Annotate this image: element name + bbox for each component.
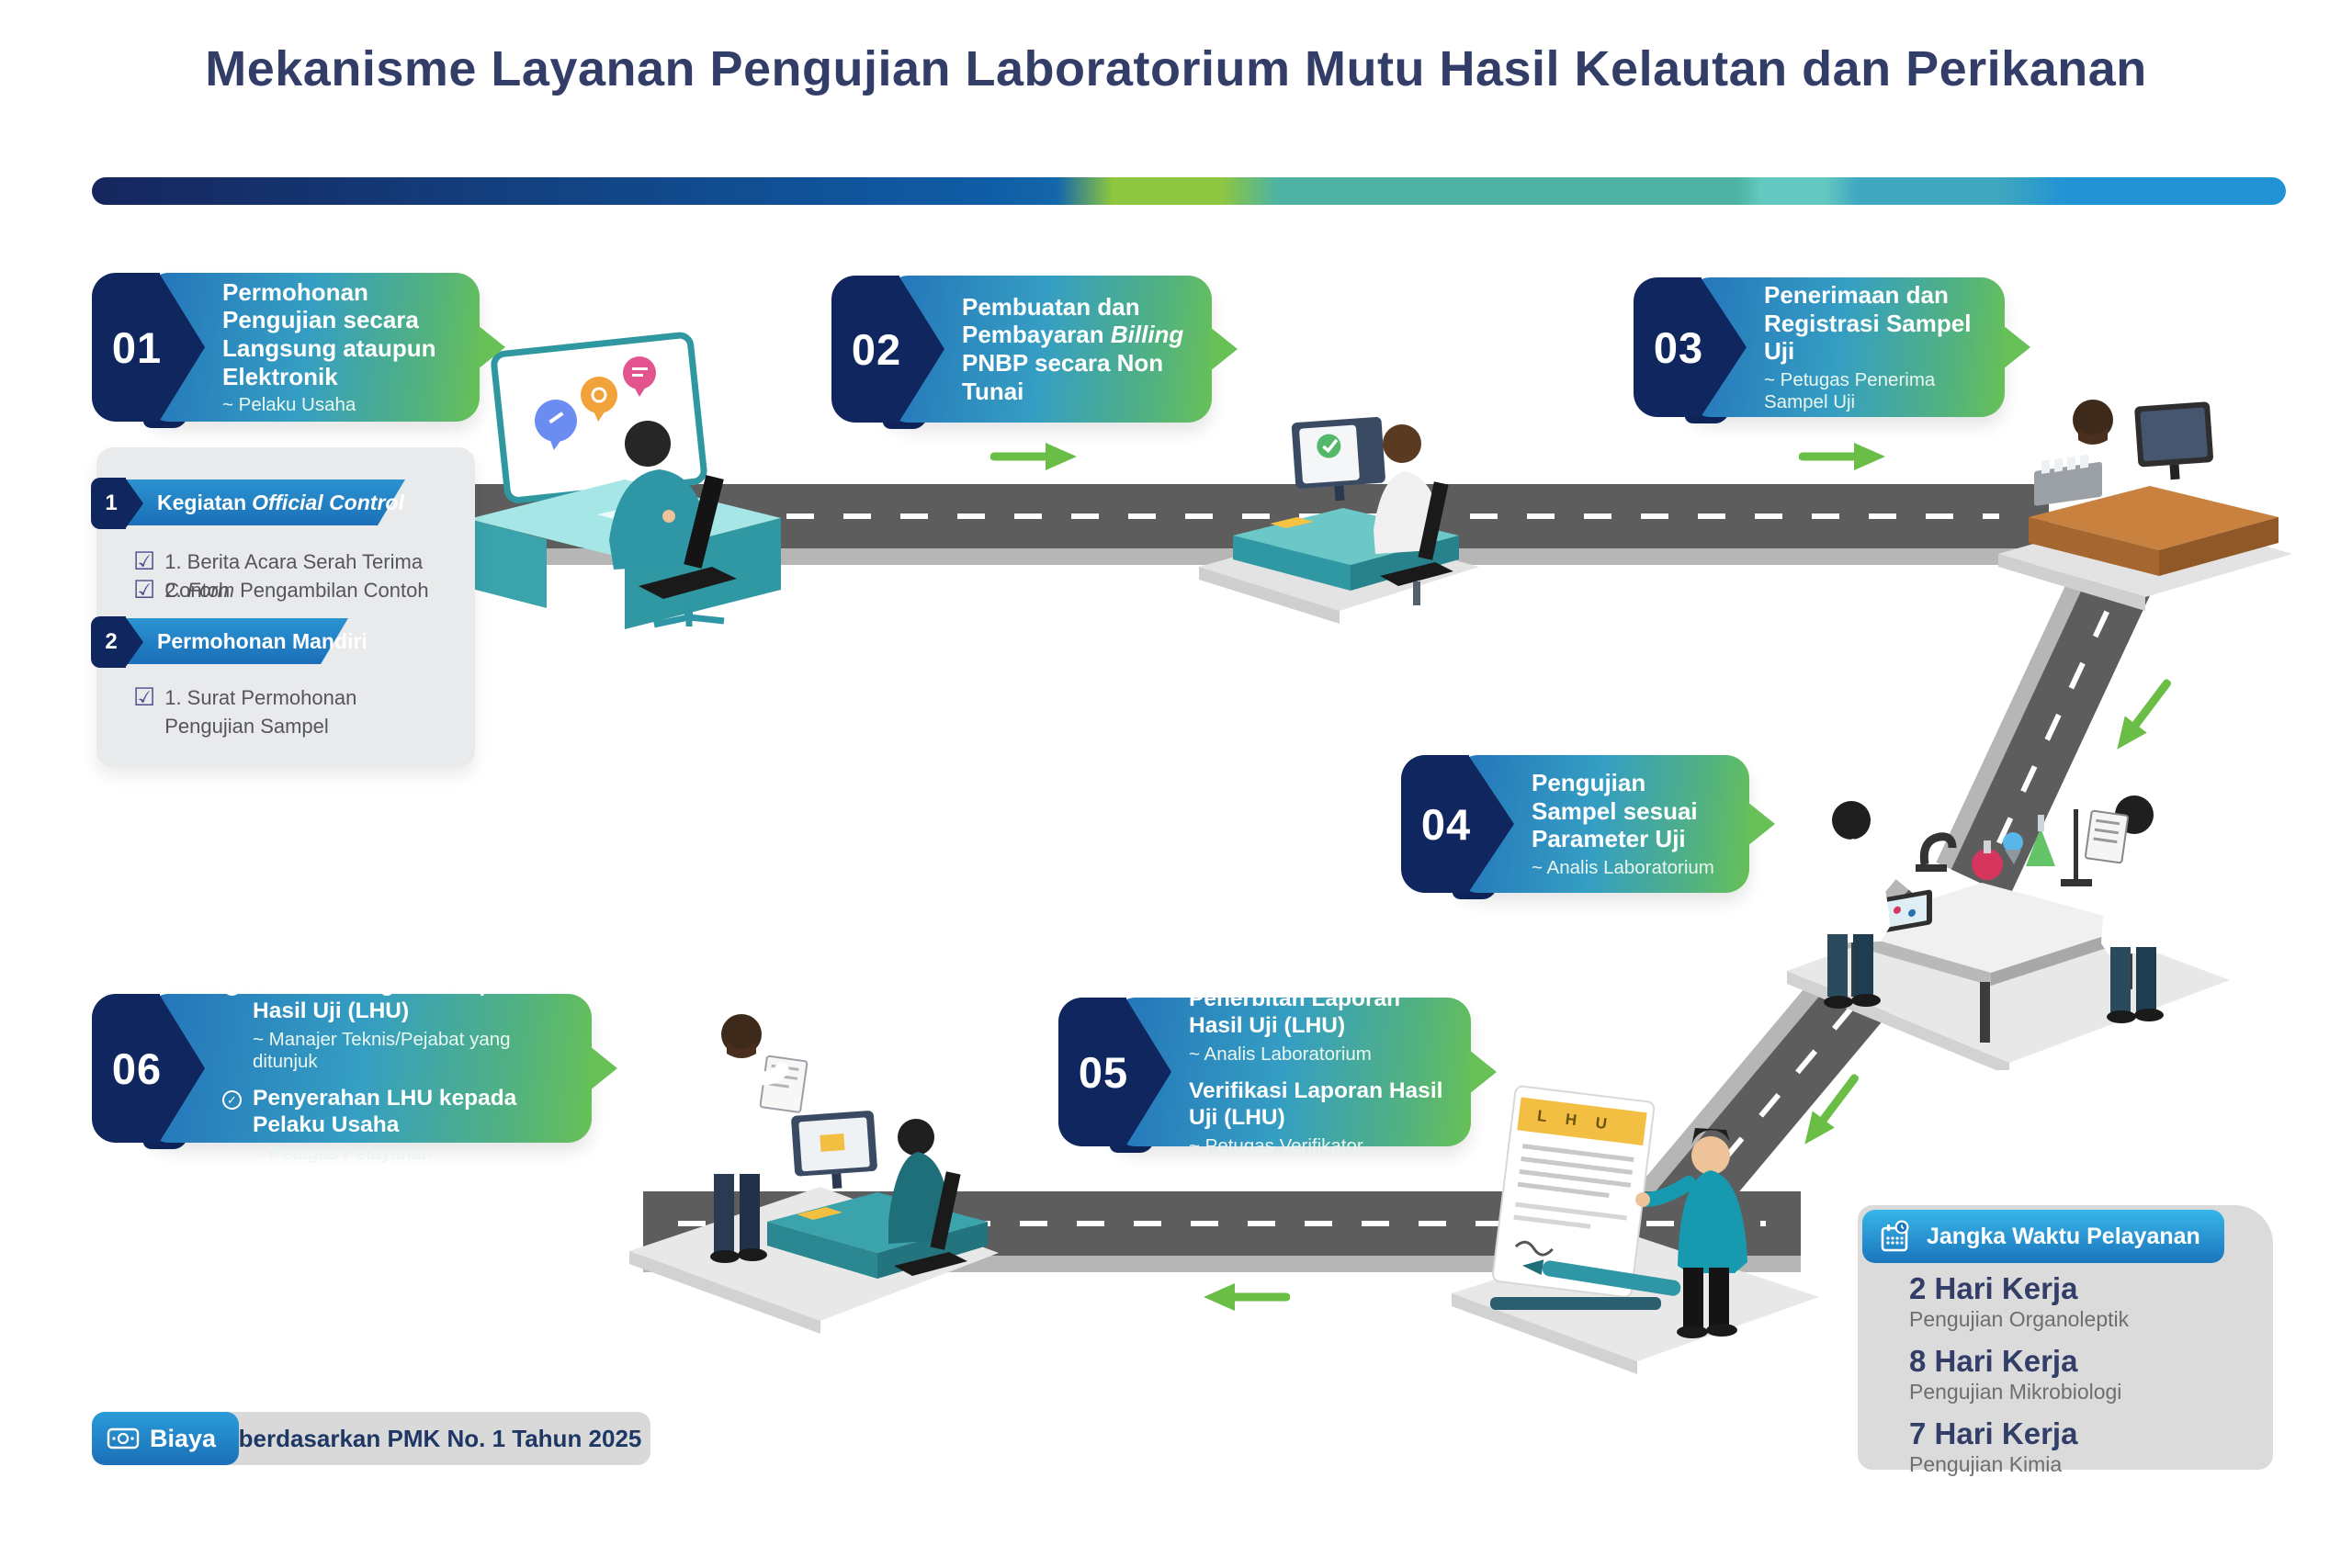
ribbon-number-block [91, 616, 126, 668]
step6-actor-1: ~ Manajer Teknis/Pejabat yang ditunjuk [253, 1029, 511, 1072]
service-name: Pengujian Organoleptik [1909, 1306, 2130, 1331]
step3-number-chevron-icon [1701, 277, 1747, 417]
service-time-entry: 8 Hari Kerja Pengujian Mikrobiologi [1909, 1344, 2255, 1404]
service-duration: 2 Hari Kerja [1909, 1271, 2078, 1305]
checklist-item: ☑ 2. Form Pengambilan Contoh [133, 576, 429, 604]
step1-actor: ~ Pelaku Usaha [222, 394, 356, 416]
illustration-billing-payment [1199, 416, 1479, 624]
step5-actor-1: ~ Analis Laboratorium [1189, 1043, 1372, 1065]
flow-arrow-step5-to-step6-icon [1202, 1277, 1291, 1313]
step-banner-01: 01 Permohonan Pengujian secara Langsung … [92, 273, 505, 428]
service-duration: 8 Hari Kerja [1909, 1343, 2078, 1378]
step3-actor: ~ Petugas Penerima Sampel Uji [1764, 369, 1936, 412]
checklist-item: ☑ 1. Surat Permohonan Pengujian Sampel [133, 683, 409, 741]
step2-number-block [831, 276, 899, 423]
step4-number: 04 [1420, 799, 1472, 849]
circle-check-icon: ✓ [222, 1090, 242, 1110]
money-icon [107, 1427, 140, 1450]
road-dash-line [445, 513, 1999, 519]
road-dash-line [677, 1221, 1767, 1226]
step5-number-block [1058, 998, 1126, 1146]
step4-number-block [1401, 755, 1469, 893]
illustration-sample-reception [1998, 400, 2292, 611]
checkbox-icon: ☑ [133, 576, 156, 604]
step-banner-04: 04 Pengujian Sampel sesuai Parameter Uji… [1401, 755, 1775, 899]
step6-banner-body [145, 994, 592, 1143]
step5-title-1: Penerbitan Laporan Hasil Uji (LHU) [1189, 987, 1401, 1039]
step3-title: Penerimaan dan Registrasi Sampel Uji [1764, 280, 1972, 366]
flow-arrow-step4-to-step5-icon [1788, 1063, 1870, 1155]
step3-number-block [1634, 277, 1702, 417]
step6-title-1: Penandatanganan Laporan Hasil Uji (LHU) [253, 972, 542, 1024]
permohonan-mandiri-ribbon: 2 Permohonan Mandiri [91, 616, 368, 668]
flow-arrow-step2-to-step3-icon [1798, 441, 1887, 477]
illustration-lhu-document [1452, 1085, 1819, 1374]
step5-banner-arrow-tip-icon [1469, 1050, 1497, 1094]
service-duration: 7 Hari Kerja [1909, 1416, 2078, 1450]
step3-number: 03 [1653, 322, 1704, 372]
service-name: Pengujian Mikrobiologi [1909, 1379, 2122, 1404]
page-title: Mekanisme Layanan Pengujian Laboratorium… [205, 41, 2147, 96]
permohonan-mandiri-label: Permohonan Mandiri [157, 628, 368, 653]
illustration-signing-handover [629, 1014, 999, 1334]
checklist-item: ☑ 1. Berita Acara Serah Terima Contoh [133, 547, 446, 605]
step5-number: 05 [1078, 1047, 1129, 1097]
ribbon-chevron-icon [125, 616, 143, 668]
step6-title-2: Penyerahan LHU kepada Pelaku Usaha [253, 1086, 517, 1137]
step5-actor-2: ~ Petugas Verifikator [1189, 1134, 1363, 1156]
step4-title: Pengujian Sampel sesuai Parameter Uji [1532, 768, 1698, 853]
ribbon-chevron-icon [125, 478, 143, 529]
step1-number: 01 [111, 322, 163, 372]
step5-title-2: Verifikasi Laporan Hasil Uji (LHU) [1189, 1078, 1443, 1130]
step1-banner-arrow-tip-icon [478, 325, 505, 369]
ribbon-bar [115, 618, 348, 664]
ribbon-number-block [91, 478, 126, 529]
step6-number: 06 [111, 1043, 163, 1093]
step2-banner-arrow-tip-icon [1210, 327, 1238, 371]
step5-number-chevron-icon [1125, 998, 1171, 1146]
step6-number-block [92, 994, 160, 1143]
flow-arrow-step3-to-step4-icon [2100, 668, 2182, 760]
cost-badge: Biaya [92, 1412, 239, 1465]
step5-banner-body [1112, 998, 1471, 1146]
step4-number-chevron-icon [1468, 755, 1514, 893]
service-time-title: Jangka Waktu Pelayanan [1927, 1223, 2200, 1249]
ribbon-number: 1 [105, 491, 118, 515]
calendar-clock-icon [1881, 1220, 1909, 1252]
ribbon-number: 2 [105, 629, 118, 654]
checkbox-icon: ☑ [133, 547, 156, 575]
step-banner-06: 06 ✓ Penandatanganan Laporan Hasil Uji (… [92, 972, 617, 1164]
step6-number-chevron-icon [159, 994, 205, 1143]
step1-number-chevron-icon [159, 273, 205, 422]
step6-banner-arrow-tip-icon [590, 1046, 617, 1090]
step1-number-block [92, 273, 160, 422]
step-banner-05: 05 Penerbitan Laporan Hasil Uji (LHU) ~ … [1058, 987, 1497, 1156]
illustration-online-application [469, 332, 781, 629]
circle-check-icon: ✓ [222, 976, 242, 997]
title-divider [92, 177, 2286, 205]
step-banner-03: 03 Penerimaan dan Registrasi Sampel Uji … [1634, 277, 2030, 423]
step4-banner-arrow-tip-icon [1747, 802, 1775, 846]
cost-label: Biaya [150, 1424, 217, 1452]
flow-arrow-step1-to-step2-icon [989, 441, 1079, 477]
step2-number: 02 [851, 324, 902, 374]
step-banner-02: 02 Pembuatan dan Pembayaran Billing PNBP… [831, 276, 1238, 429]
step2-title: Pembuatan dan Pembayaran Billing PNBP se… [962, 292, 1184, 405]
service-time-entry: 2 Hari Kerja Pengujian Organoleptik [1909, 1271, 2255, 1332]
step6-actor-2: ~ Petugas Pelayanan [253, 1142, 433, 1164]
service-time-header: Jangka Waktu Pelayanan [1862, 1210, 2224, 1263]
step1-title: Permohonan Pengujian secara Langsung ata… [222, 277, 436, 390]
service-name: Pengujian Kimia [1909, 1451, 2063, 1476]
checkbox-icon: ☑ [133, 683, 156, 711]
illustration-lab-testing [1787, 795, 2230, 1070]
ribbon-bar [115, 479, 405, 525]
step3-banner-arrow-tip-icon [2003, 325, 2030, 369]
service-time-panel: Jangka Waktu Pelayanan 2 Hari Kerja Peng… [1858, 1205, 2273, 1476]
step2-number-chevron-icon [899, 276, 944, 423]
step4-actor: ~ Analis Laboratorium [1532, 857, 1714, 878]
service-time-entry: 7 Hari Kerja Pengujian Kimia [1909, 1416, 2255, 1477]
